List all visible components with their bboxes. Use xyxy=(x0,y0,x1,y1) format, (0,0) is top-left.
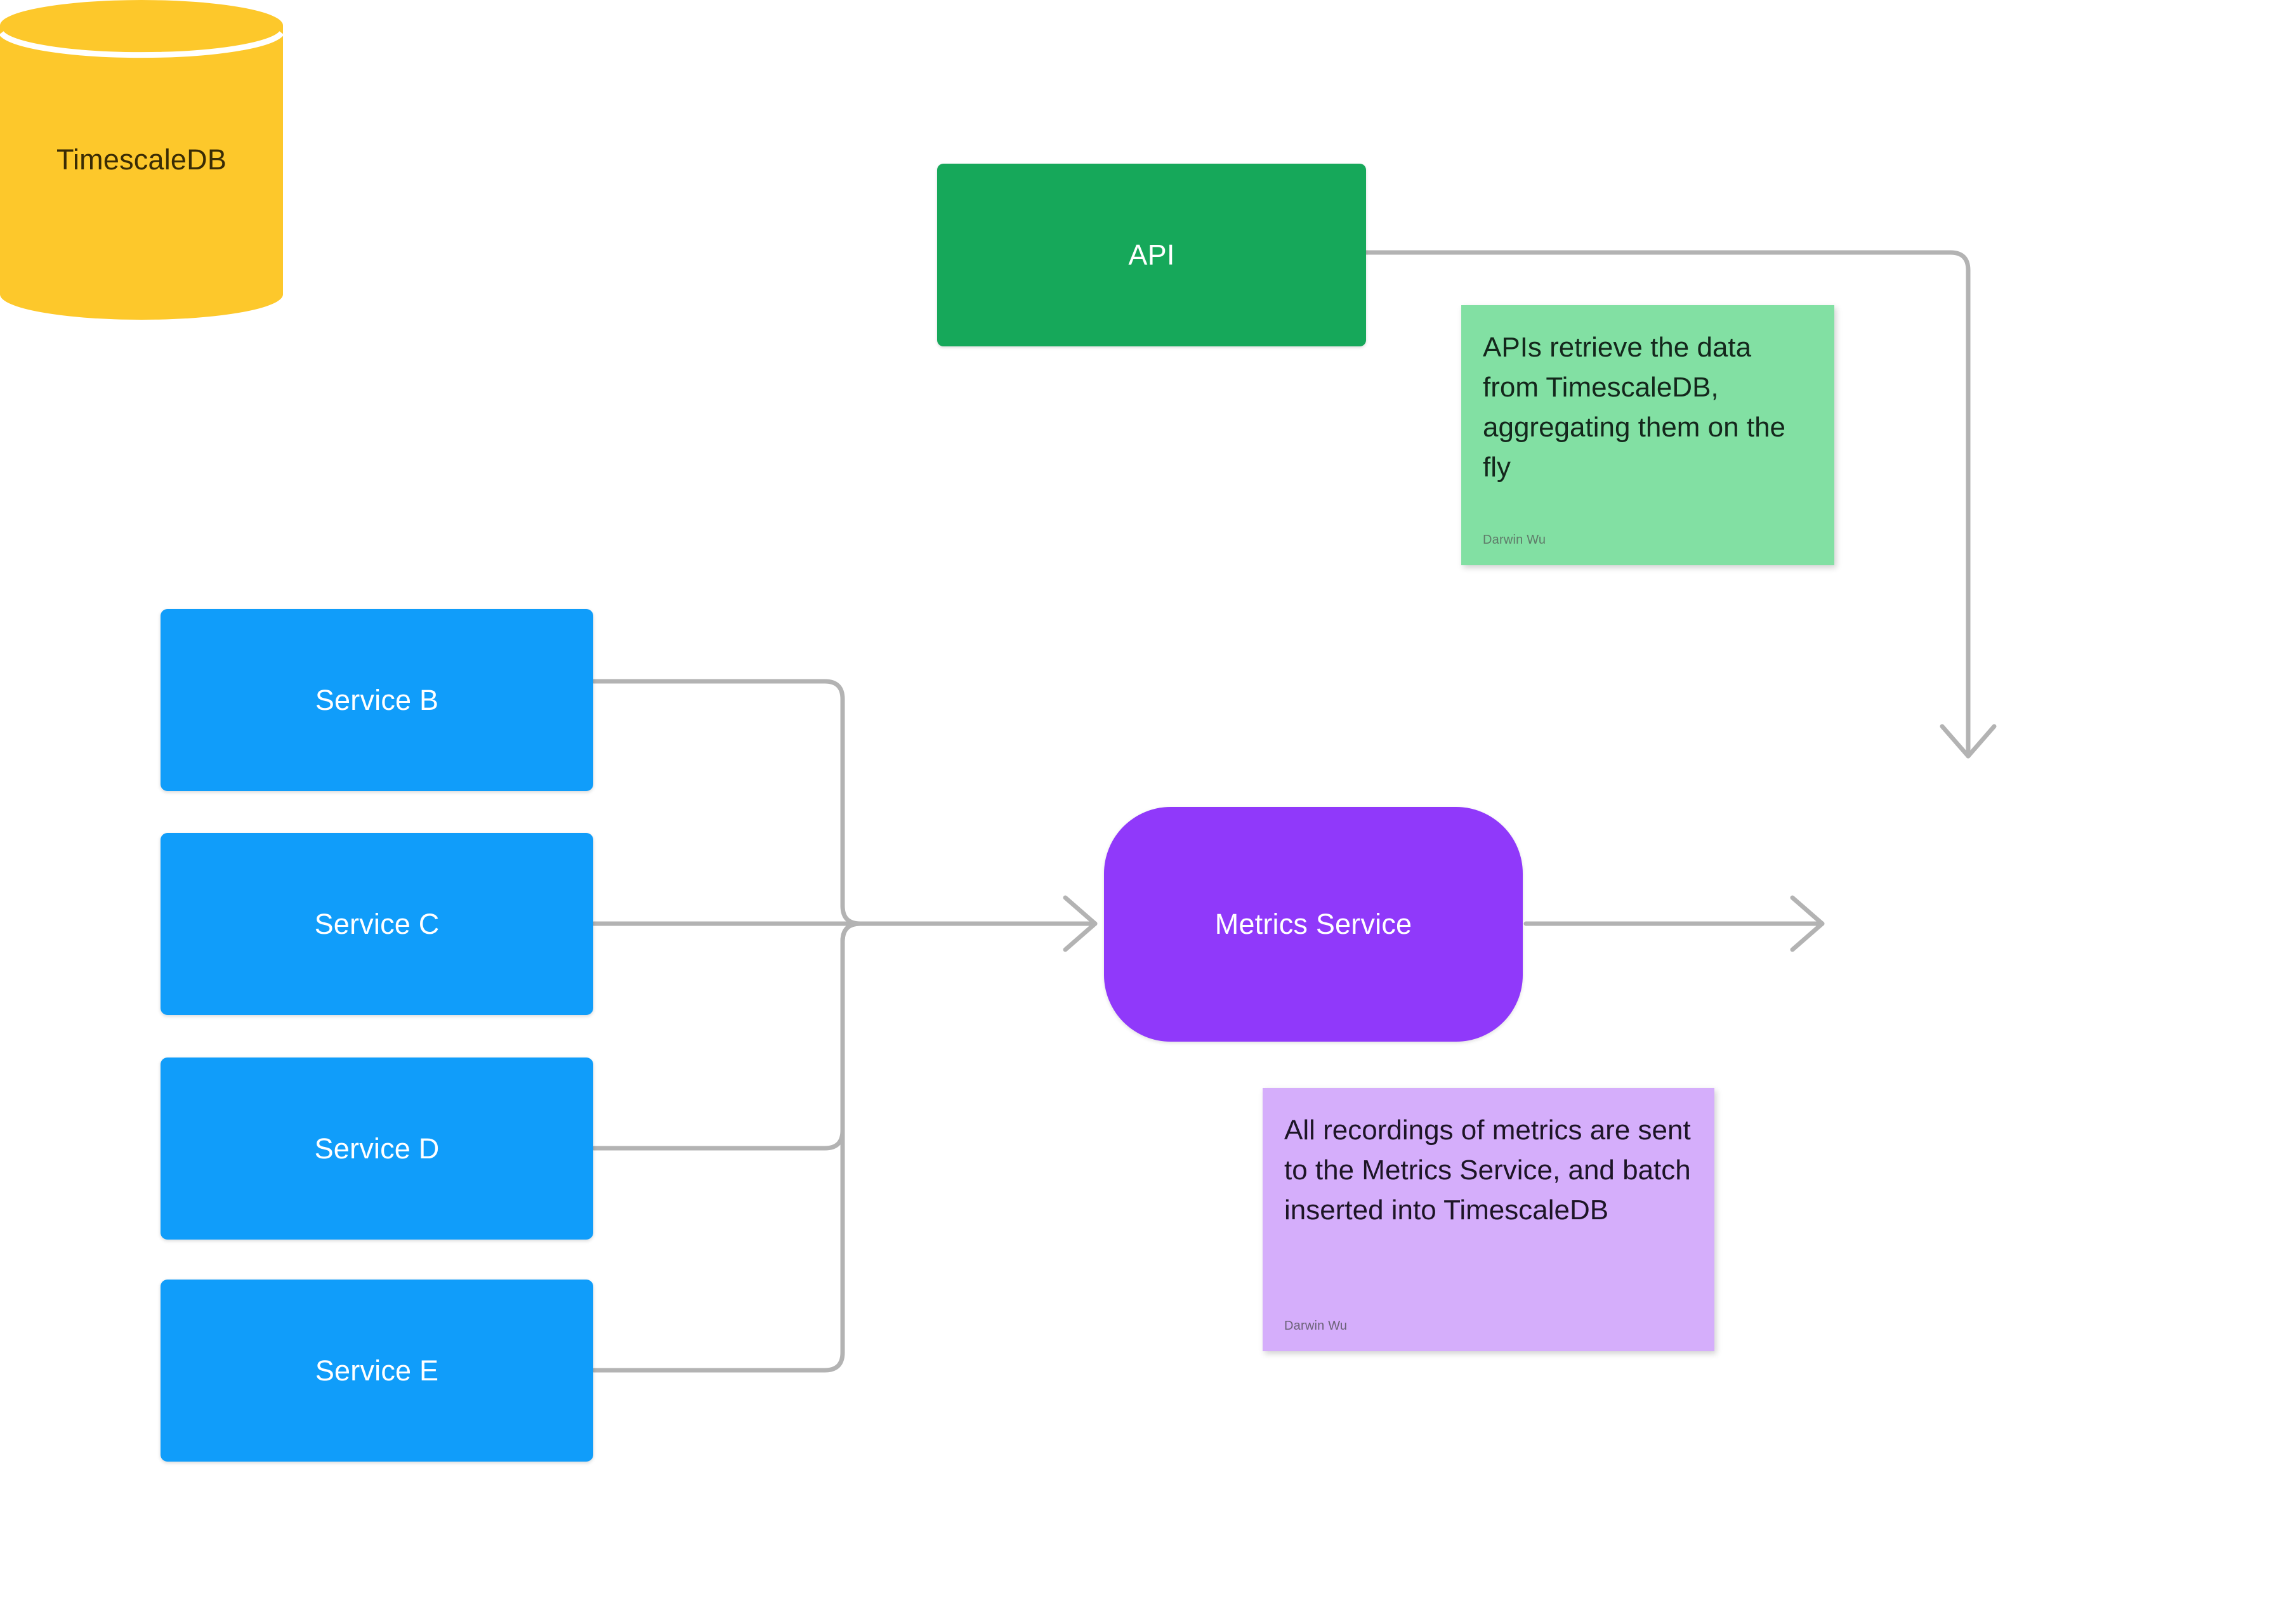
sticky-note-metrics-text: All recordings of metrics are sent to th… xyxy=(1284,1115,1691,1226)
sticky-note-api-author: Darwin Wu xyxy=(1483,533,1546,547)
arrowhead-trunk-to-metrics-service xyxy=(1063,895,1098,952)
node-service-d[interactable]: Service D xyxy=(161,1058,593,1240)
node-metrics-service[interactable]: Metrics Service xyxy=(1104,807,1523,1042)
node-service-b[interactable]: Service B xyxy=(161,609,593,791)
node-service-d-label: Service D xyxy=(314,1132,440,1165)
sticky-note-metrics[interactable]: All recordings of metrics are sent to th… xyxy=(1263,1088,1714,1351)
node-metrics-service-label: Metrics Service xyxy=(1214,908,1412,940)
sticky-note-api-text: APIs retrieve the data from TimescaleDB,… xyxy=(1483,332,1786,483)
node-service-b-label: Service B xyxy=(315,683,439,716)
edge-service-b-to-metrics xyxy=(591,679,863,926)
database-cylinder-icon xyxy=(0,0,283,320)
node-timescaledb-label: TimescaleDB xyxy=(56,143,227,176)
node-api-label: API xyxy=(1128,239,1175,271)
sticky-note-metrics-author: Darwin Wu xyxy=(1284,1319,1348,1333)
sticky-note-api[interactable]: APIs retrieve the data from TimescaleDB,… xyxy=(1461,305,1834,565)
arrowhead-api-to-timescaledb xyxy=(1940,724,1997,759)
node-service-c[interactable]: Service C xyxy=(161,833,593,1015)
edge-service-d-to-metrics xyxy=(591,921,863,1151)
node-service-e-label: Service E xyxy=(315,1354,439,1387)
node-service-e[interactable]: Service E xyxy=(161,1280,593,1462)
node-service-c-label: Service C xyxy=(314,907,440,940)
node-timescaledb[interactable]: TimescaleDB xyxy=(0,0,283,320)
arrowhead-metrics-to-timescaledb xyxy=(1790,895,1825,952)
edge-service-e-to-metrics xyxy=(591,921,863,1373)
node-api[interactable]: API xyxy=(937,164,1366,346)
